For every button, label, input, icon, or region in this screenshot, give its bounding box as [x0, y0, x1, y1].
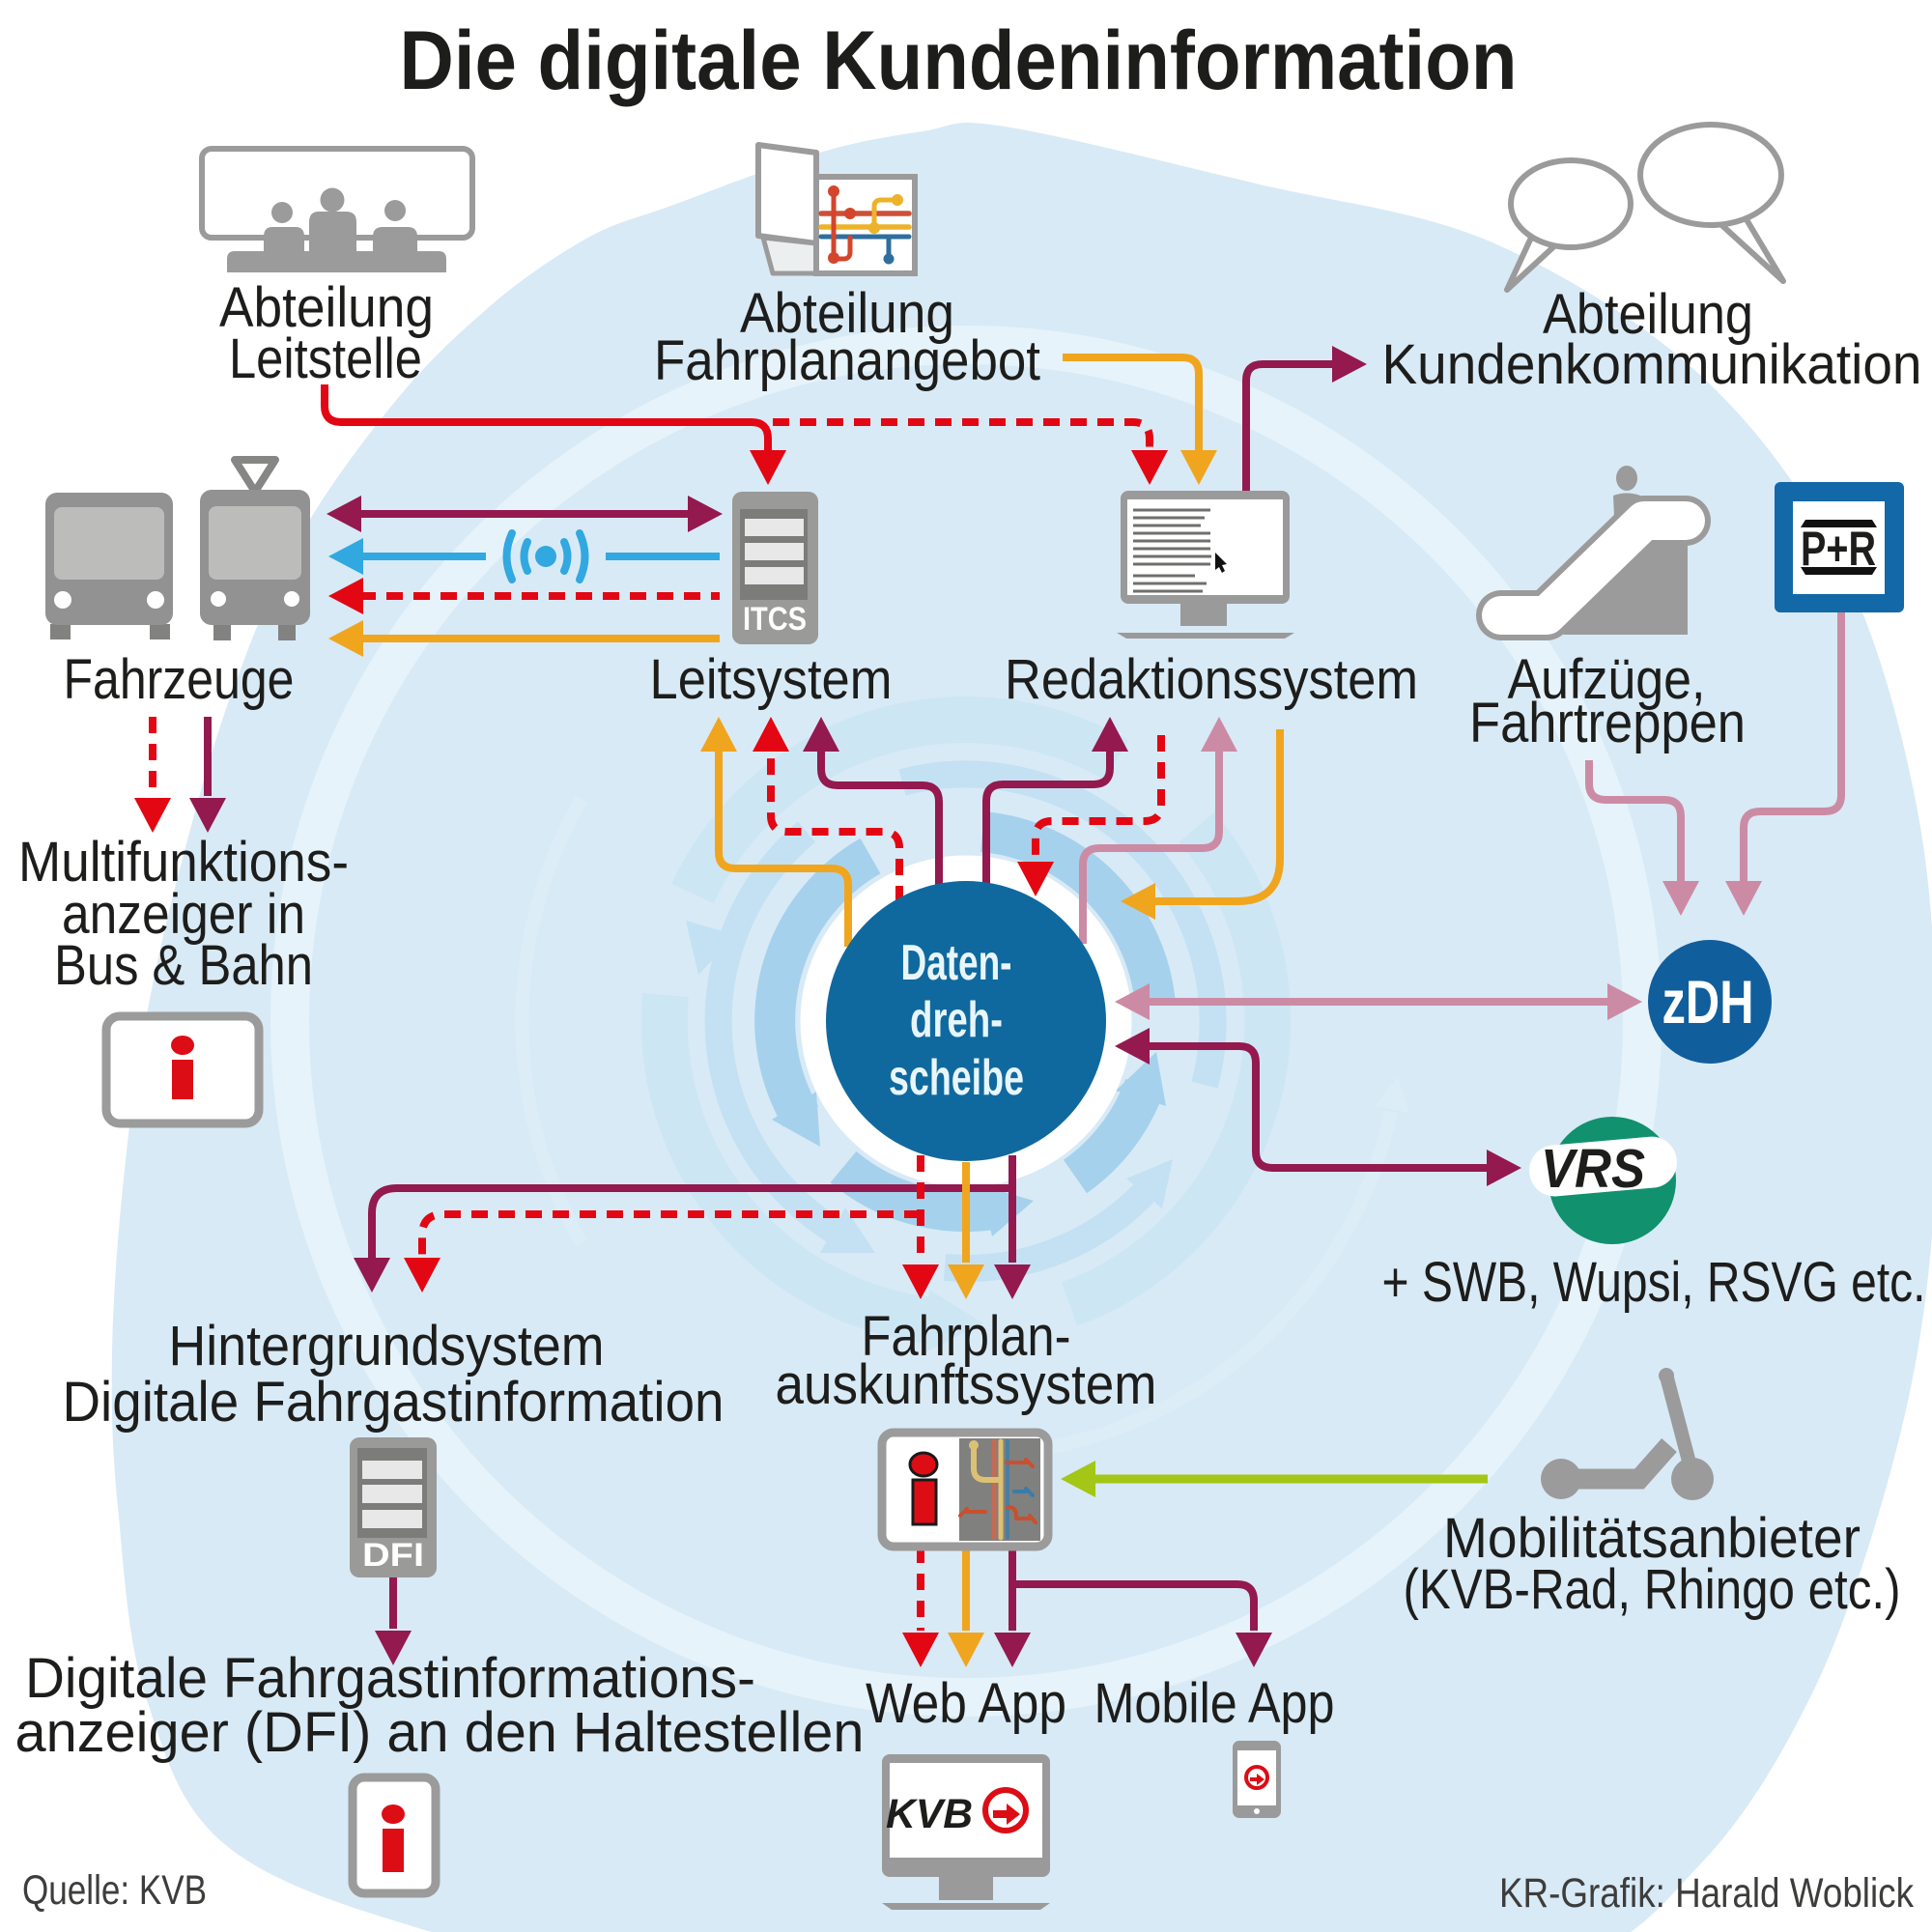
svg-text:Die digitale Kundeninformation: Die digitale Kundeninformation [400, 14, 1518, 107]
svg-text:Fahrzeuge: Fahrzeuge [64, 648, 295, 711]
svg-text:Abteilung: Abteilung [740, 282, 954, 345]
svg-text:VRS: VRS [1541, 1138, 1645, 1200]
svg-text:ITCS: ITCS [743, 601, 807, 638]
svg-text:Fahrplan-: Fahrplan- [862, 1305, 1071, 1368]
svg-text:(KVB-Rad, Rhingo etc.): (KVB-Rad, Rhingo etc.) [1404, 1558, 1901, 1621]
svg-text:Leitstelle: Leitstelle [229, 327, 422, 390]
svg-text:DFI: DFI [362, 1537, 424, 1574]
svg-text:Quelle: KVB: Quelle: KVB [22, 1867, 207, 1914]
svg-text:Redaktionssystem: Redaktionssystem [1005, 648, 1418, 711]
svg-text:anzeiger (DFI) an den Halteste: anzeiger (DFI) an den Haltestellen [15, 1701, 865, 1764]
svg-text:KVB: KVB [886, 1791, 973, 1837]
svg-text:Leitsystem: Leitsystem [650, 648, 893, 711]
svg-text:Mobile App: Mobile App [1094, 1672, 1335, 1735]
svg-text:auskunftssystem: auskunftssystem [776, 1353, 1157, 1416]
svg-text:Abteilung: Abteilung [219, 276, 434, 339]
svg-text:Bus & Bahn: Bus & Bahn [54, 934, 313, 997]
svg-text:Mobilitätsanbieter: Mobilitätsanbieter [1443, 1507, 1861, 1570]
svg-text:Multifunktions-: Multifunktions- [18, 831, 349, 894]
svg-text:Hintergrundsystem: Hintergrundsystem [169, 1315, 605, 1378]
svg-text:Fahrtreppen: Fahrtreppen [1469, 692, 1746, 754]
svg-text:Digitale Fahrgastinformation: Digitale Fahrgastinformation [63, 1371, 724, 1434]
svg-text:P+R: P+R [1801, 522, 1876, 576]
svg-text:Daten-: Daten- [901, 935, 1012, 991]
svg-text:Abteilung: Abteilung [1543, 283, 1753, 346]
svg-text:Fahrplanangebot: Fahrplanangebot [654, 329, 1040, 392]
svg-text:KR-Grafik: Harald Woblick: KR-Grafik: Harald Woblick [1499, 1870, 1914, 1917]
svg-text:+ SWB, Wupsi, RSVG etc.: + SWB, Wupsi, RSVG etc. [1382, 1251, 1926, 1314]
svg-text:Web App: Web App [866, 1672, 1066, 1735]
svg-text:Aufzüge,: Aufzüge, [1508, 648, 1706, 711]
svg-text:Kundenkommunikation: Kundenkommunikation [1382, 333, 1922, 396]
svg-text:Digitale Fahrgastinformations-: Digitale Fahrgastinformations- [25, 1647, 755, 1710]
svg-text:anzeiger in: anzeiger in [62, 883, 305, 946]
svg-text:dreh-: dreh- [910, 992, 1003, 1048]
svg-text:zDH: zDH [1662, 969, 1754, 1037]
svg-text:scheibe: scheibe [889, 1050, 1024, 1106]
